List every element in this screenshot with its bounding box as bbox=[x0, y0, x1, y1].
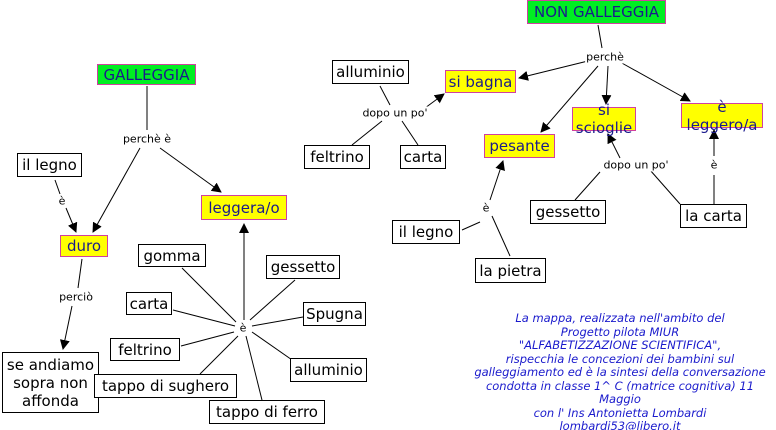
node-gessetto-right: gessetto bbox=[530, 200, 606, 224]
node-non-galleggia: NON GALLEGGIA bbox=[527, 0, 666, 24]
node-conclusion: se andiamo sopra non affonda bbox=[2, 352, 99, 413]
link-label-dopo-un-po-1: dopo un po' bbox=[361, 106, 429, 120]
node-gessetto: gessetto bbox=[266, 255, 340, 279]
caption-line: "ALFABETIZZAZIONE SCIENTIFICA", bbox=[518, 338, 722, 352]
node-feltrino: feltrino bbox=[110, 338, 180, 361]
node-e-leggero: è leggero/a bbox=[681, 98, 763, 134]
link-label-e-right: è bbox=[709, 158, 719, 172]
node-la-carta: la carta bbox=[680, 204, 747, 228]
node-gomma: gomma bbox=[138, 244, 206, 267]
node-il-legno-right: il legno bbox=[392, 220, 460, 244]
link-label-percio: perciò bbox=[58, 290, 94, 304]
node-la-pietra: la pietra bbox=[475, 258, 546, 283]
node-carta-right: carta bbox=[400, 145, 446, 169]
link-label-e-center: è bbox=[238, 321, 248, 335]
caption-line: Progetto pilota MIUR bbox=[560, 324, 680, 339]
node-il-legno: il legno bbox=[17, 153, 82, 177]
node-duro: duro bbox=[60, 235, 108, 257]
node-tappo-sughero: tappo di sughero bbox=[94, 374, 237, 398]
node-feltrino-right: feltrino bbox=[304, 145, 370, 169]
node-carta: carta bbox=[126, 292, 172, 315]
node-tappo-ferro: tappo di ferro bbox=[209, 400, 325, 424]
caption-email: lombardi53@libero.it bbox=[559, 419, 681, 430]
link-label-e-pesante: è bbox=[481, 201, 491, 215]
node-spugna: Spugna bbox=[303, 302, 366, 326]
link-label-perche-e: perchè è bbox=[121, 132, 173, 146]
node-si-bagna: si bagna bbox=[445, 70, 516, 93]
link-label-dopo-un-po-2: dopo un po' bbox=[602, 158, 670, 172]
node-alluminio-right: alluminio bbox=[332, 60, 409, 84]
caption-line: La mappa, realizzata nell'ambito del bbox=[515, 311, 725, 325]
caption-line: con l' Ins Antonietta Lombardi bbox=[533, 405, 707, 420]
caption-line: galleggiamento ed è la sintesi della con… bbox=[474, 365, 766, 379]
node-si-scioglie: si scioglie bbox=[572, 101, 636, 137]
caption-line: condotta in classe 1^ C (matrice cogniti… bbox=[485, 378, 755, 406]
link-label-e: è bbox=[57, 194, 67, 208]
caption-line: rispecchia le concezioni dei bambini sul bbox=[505, 351, 735, 366]
node-alluminio: alluminio bbox=[290, 358, 367, 382]
node-galleggia: GALLEGGIA bbox=[97, 64, 196, 85]
link-label-perche: perchè bbox=[585, 50, 625, 64]
node-pesante: pesante bbox=[484, 134, 555, 158]
caption: La mappa, realizzata nell'ambito del Pro… bbox=[470, 311, 770, 430]
node-leggera: leggera/o bbox=[201, 195, 287, 220]
